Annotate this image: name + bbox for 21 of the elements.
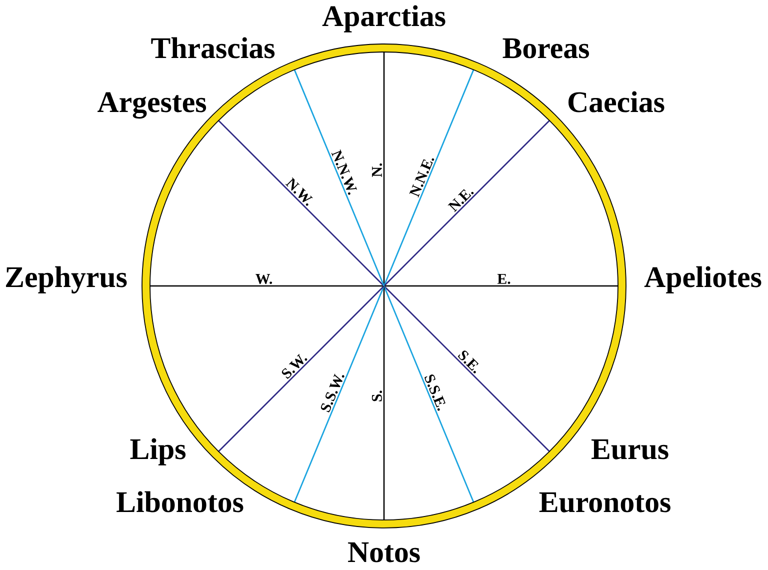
direction-label: N.E. xyxy=(448,189,474,212)
wind-name: Apeliotes xyxy=(644,266,762,294)
direction-label: E. xyxy=(497,274,510,284)
wind-name: Thrascias xyxy=(151,37,275,58)
direction-label: S. xyxy=(372,390,382,402)
wind-name: Eurus xyxy=(591,439,668,460)
direction-label: W. xyxy=(256,274,272,284)
wind-name: Libonotos xyxy=(116,491,244,512)
wind-name: Lips xyxy=(130,438,186,466)
wind-name: Euronotos xyxy=(539,492,670,512)
direction-label: S.S.E. xyxy=(424,374,446,411)
wind-name: Zephyrus xyxy=(6,266,127,294)
direction-label: S.E. xyxy=(458,350,479,374)
direction-label: S.S.W. xyxy=(320,374,344,412)
wind-name: Caecias xyxy=(568,91,664,112)
wind-name: Notos xyxy=(348,542,420,562)
wind-name: Argestes xyxy=(98,92,206,119)
wind-name: Aparctias xyxy=(322,5,446,32)
direction-label: N. xyxy=(372,163,382,177)
wind-name: Boreas xyxy=(502,38,589,58)
direction-label: S.W. xyxy=(282,354,308,379)
